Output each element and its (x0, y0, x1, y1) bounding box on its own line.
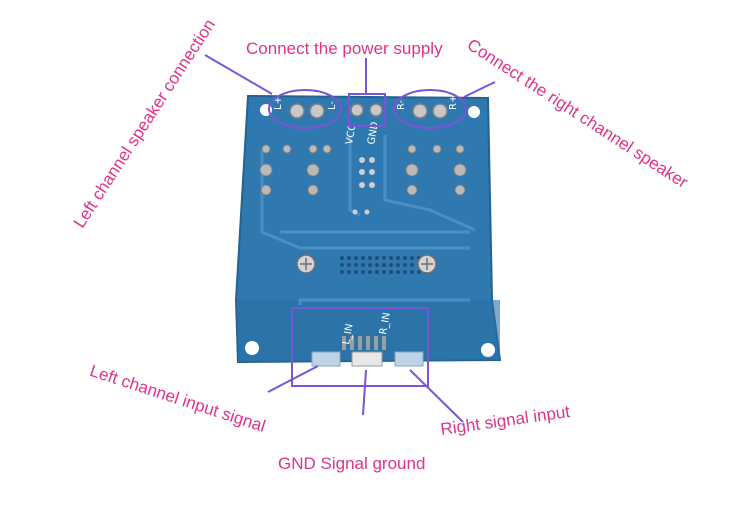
ic-pad (382, 263, 386, 267)
ic-pad (389, 263, 393, 267)
ic-pad (375, 263, 379, 267)
ic-pad (375, 270, 379, 274)
ic-pad (347, 256, 351, 260)
pcb-shadow (236, 300, 500, 362)
ic-pad (410, 270, 414, 274)
ic-pad (361, 263, 365, 267)
ic-pad (403, 270, 407, 274)
ic-pad (354, 263, 358, 267)
power-header-pins (350, 103, 383, 117)
silk-vcc: VCC (344, 123, 358, 145)
silk-r-in: R_IN (378, 312, 393, 336)
ic-pad (354, 256, 358, 260)
silk-l-minus: L- (327, 101, 338, 110)
ic-pad (354, 270, 358, 274)
ic-pad (382, 256, 386, 260)
ic-pad (368, 270, 372, 274)
ic-pad (417, 270, 421, 274)
right-speaker-leader (463, 81, 496, 98)
ic-pad (361, 256, 365, 260)
ic-pad (340, 263, 344, 267)
silk-r-plus: R+ (448, 95, 459, 110)
ic-pad (396, 256, 400, 260)
center-vias (352, 157, 375, 215)
power-supply-label: Connect the power supply (246, 39, 443, 58)
gnd-leader (362, 369, 367, 416)
ic-pad (361, 270, 365, 274)
right-speaker-callout (393, 89, 467, 129)
ic-pad (382, 270, 386, 274)
left-speaker-callout (268, 89, 342, 129)
input-connectors (311, 351, 424, 367)
silk-r-minus: R- (396, 99, 407, 110)
heatsink-screws (296, 254, 437, 274)
left-input-leader (267, 365, 319, 393)
ic-pad (403, 263, 407, 267)
ic-pad (389, 256, 393, 260)
ic-pad-grid (340, 256, 428, 274)
left-speaker-terminals (289, 103, 325, 119)
left-speaker-leader (204, 54, 273, 95)
ic-pad (410, 263, 414, 267)
ic-pad (347, 270, 351, 274)
callouts (204, 54, 496, 423)
ic-pad (396, 270, 400, 274)
right-input-leader (409, 369, 464, 423)
gnd-label: GND Signal ground (278, 454, 426, 473)
ic-pad (375, 256, 379, 260)
ic-pad (403, 256, 407, 260)
ic-pad (368, 263, 372, 267)
input-callout (291, 307, 429, 387)
silk-l-in: L_IN (341, 323, 355, 346)
ic-pad (368, 256, 372, 260)
right-speaker-terminals (412, 103, 448, 119)
silk-l-plus: L+ (273, 96, 284, 110)
solder-pads (259, 144, 467, 196)
ic-pad (410, 256, 414, 260)
ic-pad (340, 270, 344, 274)
ic-pad (396, 263, 400, 267)
ic-pad (340, 256, 344, 260)
ic-pad (347, 263, 351, 267)
ic-pad (389, 270, 393, 274)
input-header-pins (342, 336, 386, 350)
